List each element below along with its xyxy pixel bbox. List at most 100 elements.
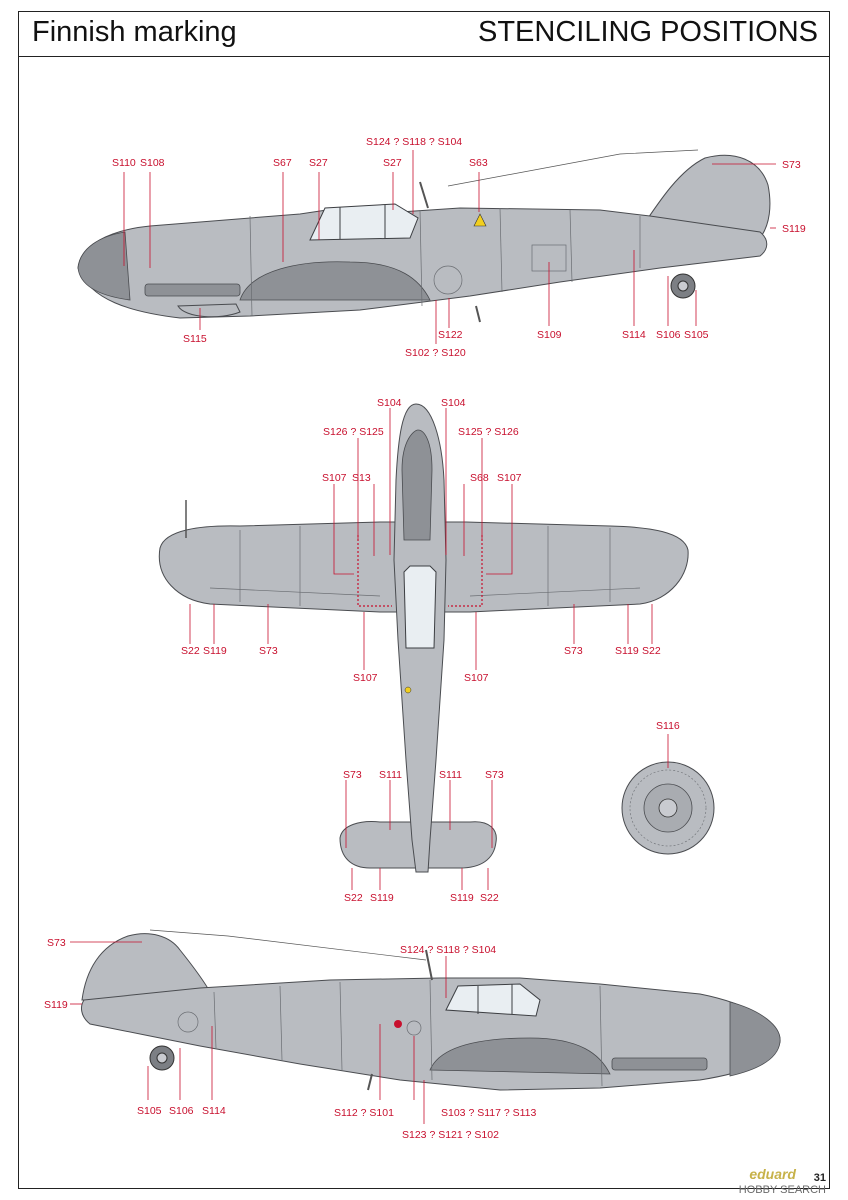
label-s68: S68 bbox=[470, 472, 489, 484]
antenna-mast bbox=[425, 949, 433, 981]
dashed-line bbox=[448, 535, 483, 607]
panel-line bbox=[419, 209, 423, 307]
label-s102-s120: S102 ? S120 bbox=[405, 347, 466, 359]
label-s73-tail-l: S73 bbox=[343, 769, 362, 781]
label-s22-tail-l: S22 bbox=[344, 892, 363, 904]
aerial-rod bbox=[367, 1073, 373, 1091]
label-s110: S110 bbox=[112, 157, 136, 169]
panel-line bbox=[279, 985, 283, 1061]
label-s22-tail-r: S22 bbox=[480, 892, 499, 904]
label-s111-l: S111 bbox=[379, 769, 402, 781]
label-s112-s101: S112 ? S101 bbox=[334, 1107, 394, 1119]
label-s119-tail-l: S119 bbox=[370, 892, 394, 904]
canopy-left bbox=[309, 203, 419, 241]
label-s108: S108 bbox=[140, 157, 165, 169]
label-s63: S63 bbox=[469, 157, 488, 169]
label-s115: S115 bbox=[183, 333, 207, 345]
panel-line bbox=[429, 979, 433, 1081]
label-s124-s118-s104: S124 ? S118 ? S104 bbox=[366, 136, 462, 148]
label-s105-right: S105 bbox=[137, 1105, 162, 1117]
label-s106: S106 bbox=[656, 329, 681, 341]
label-s104-r: S104 bbox=[441, 397, 466, 409]
label-s22-r: S22 bbox=[642, 645, 661, 657]
label-s103-s117-s113: S103 ? S117 ? S113 bbox=[441, 1107, 537, 1119]
tail-wheel-hub bbox=[677, 280, 689, 292]
label-s67: S67 bbox=[273, 157, 292, 169]
label-s107-tr: S107 bbox=[497, 472, 522, 484]
page-frame bbox=[18, 11, 830, 1189]
oil-cooler bbox=[177, 303, 241, 318]
wheel-center bbox=[658, 798, 678, 818]
panel-line bbox=[499, 207, 503, 293]
panel-line bbox=[213, 991, 217, 1049]
label-s73-tail-r: S73 bbox=[485, 769, 504, 781]
dashed-line bbox=[357, 535, 392, 607]
leader bbox=[333, 484, 354, 575]
tail-wheel-hub bbox=[156, 1052, 168, 1064]
header-left-title: Finnish marking bbox=[32, 16, 237, 48]
label-s123-s121-s102: S123 ? S121 ? S102 bbox=[402, 1129, 499, 1141]
hatch-circle bbox=[433, 265, 463, 295]
page-number: 31 bbox=[813, 1172, 826, 1184]
exhaust-stacks bbox=[144, 283, 241, 297]
label-s119-r: S119 bbox=[615, 645, 639, 657]
header-right-title: STENCILING POSITIONS bbox=[478, 16, 818, 48]
label-s119-right: S119 bbox=[44, 999, 68, 1011]
label-s73: S73 bbox=[782, 159, 801, 171]
wheel-view: S116 bbox=[621, 720, 715, 855]
side-view-left: S110 S108 S67 S27 S124 ? S118 ? S104 S27… bbox=[77, 136, 806, 359]
header-bar: Finnish marking STENCILING POSITIONS bbox=[18, 11, 830, 57]
exhaust-stacks-right bbox=[611, 1057, 708, 1071]
brand-logo: eduard bbox=[749, 1166, 796, 1182]
spinner-left bbox=[77, 231, 131, 301]
cowl-bulge-right bbox=[429, 1037, 611, 1075]
label-s124-s118-s104-right: S124 ? S118 ? S104 bbox=[400, 944, 496, 956]
label-s126-s125: S126 ? S125 bbox=[323, 426, 384, 438]
panel-line bbox=[569, 209, 573, 283]
panel-line bbox=[339, 981, 343, 1071]
label-s22-l: S22 bbox=[181, 645, 200, 657]
label-s107-tl: S107 bbox=[322, 472, 347, 484]
label-s119: S119 bbox=[782, 223, 806, 235]
label-s116: S116 bbox=[656, 720, 680, 732]
label-s13: S13 bbox=[352, 472, 371, 484]
marker-dot bbox=[404, 686, 412, 694]
label-s105: S105 bbox=[684, 329, 709, 341]
warning-triangle-icon bbox=[473, 213, 487, 227]
tail-fin bbox=[639, 154, 771, 239]
label-s73-right: S73 bbox=[47, 937, 66, 949]
side-view-right: S73 S124 ? S118 ? S104 S119 S105 S106 S1… bbox=[44, 929, 781, 1141]
red-marker-dot bbox=[394, 1020, 402, 1028]
label-s109: S109 bbox=[537, 329, 562, 341]
engine-cowl-top bbox=[401, 429, 433, 541]
label-s114-right: S114 bbox=[202, 1105, 226, 1117]
label-s107-br: S107 bbox=[464, 672, 489, 684]
antenna-mast bbox=[419, 181, 429, 209]
label-s119-l: S119 bbox=[203, 645, 227, 657]
panel-line bbox=[599, 985, 603, 1087]
label-s73-r: S73 bbox=[564, 645, 583, 657]
cowl-bulge bbox=[239, 261, 431, 301]
top-view: S104 S104 S126 ? S125 S125 ? S126 S107 S… bbox=[158, 397, 689, 904]
label-s27: S27 bbox=[309, 157, 328, 169]
label-s111-r: S111 bbox=[439, 769, 462, 781]
label-s125-s126: S125 ? S126 bbox=[458, 426, 519, 438]
label-s119-tail-r: S119 bbox=[450, 892, 474, 904]
antenna-wire bbox=[447, 149, 699, 187]
leader bbox=[486, 484, 513, 575]
label-s27b: S27 bbox=[383, 157, 402, 169]
panel-line bbox=[249, 215, 253, 317]
panel-line bbox=[469, 587, 641, 597]
label-s107-bl: S107 bbox=[353, 672, 378, 684]
canopy-top bbox=[403, 565, 437, 649]
fuselage-left bbox=[77, 207, 768, 319]
panel-line bbox=[209, 587, 381, 597]
spinner-right bbox=[729, 1001, 781, 1077]
watermark: HOBBY SEARCH bbox=[738, 1184, 826, 1196]
canopy-right bbox=[445, 983, 541, 1017]
wheel-stencil-ring bbox=[629, 769, 707, 847]
hatch-circle bbox=[177, 1011, 199, 1033]
antenna-wire bbox=[149, 929, 427, 961]
label-s114: S114 bbox=[622, 329, 646, 341]
